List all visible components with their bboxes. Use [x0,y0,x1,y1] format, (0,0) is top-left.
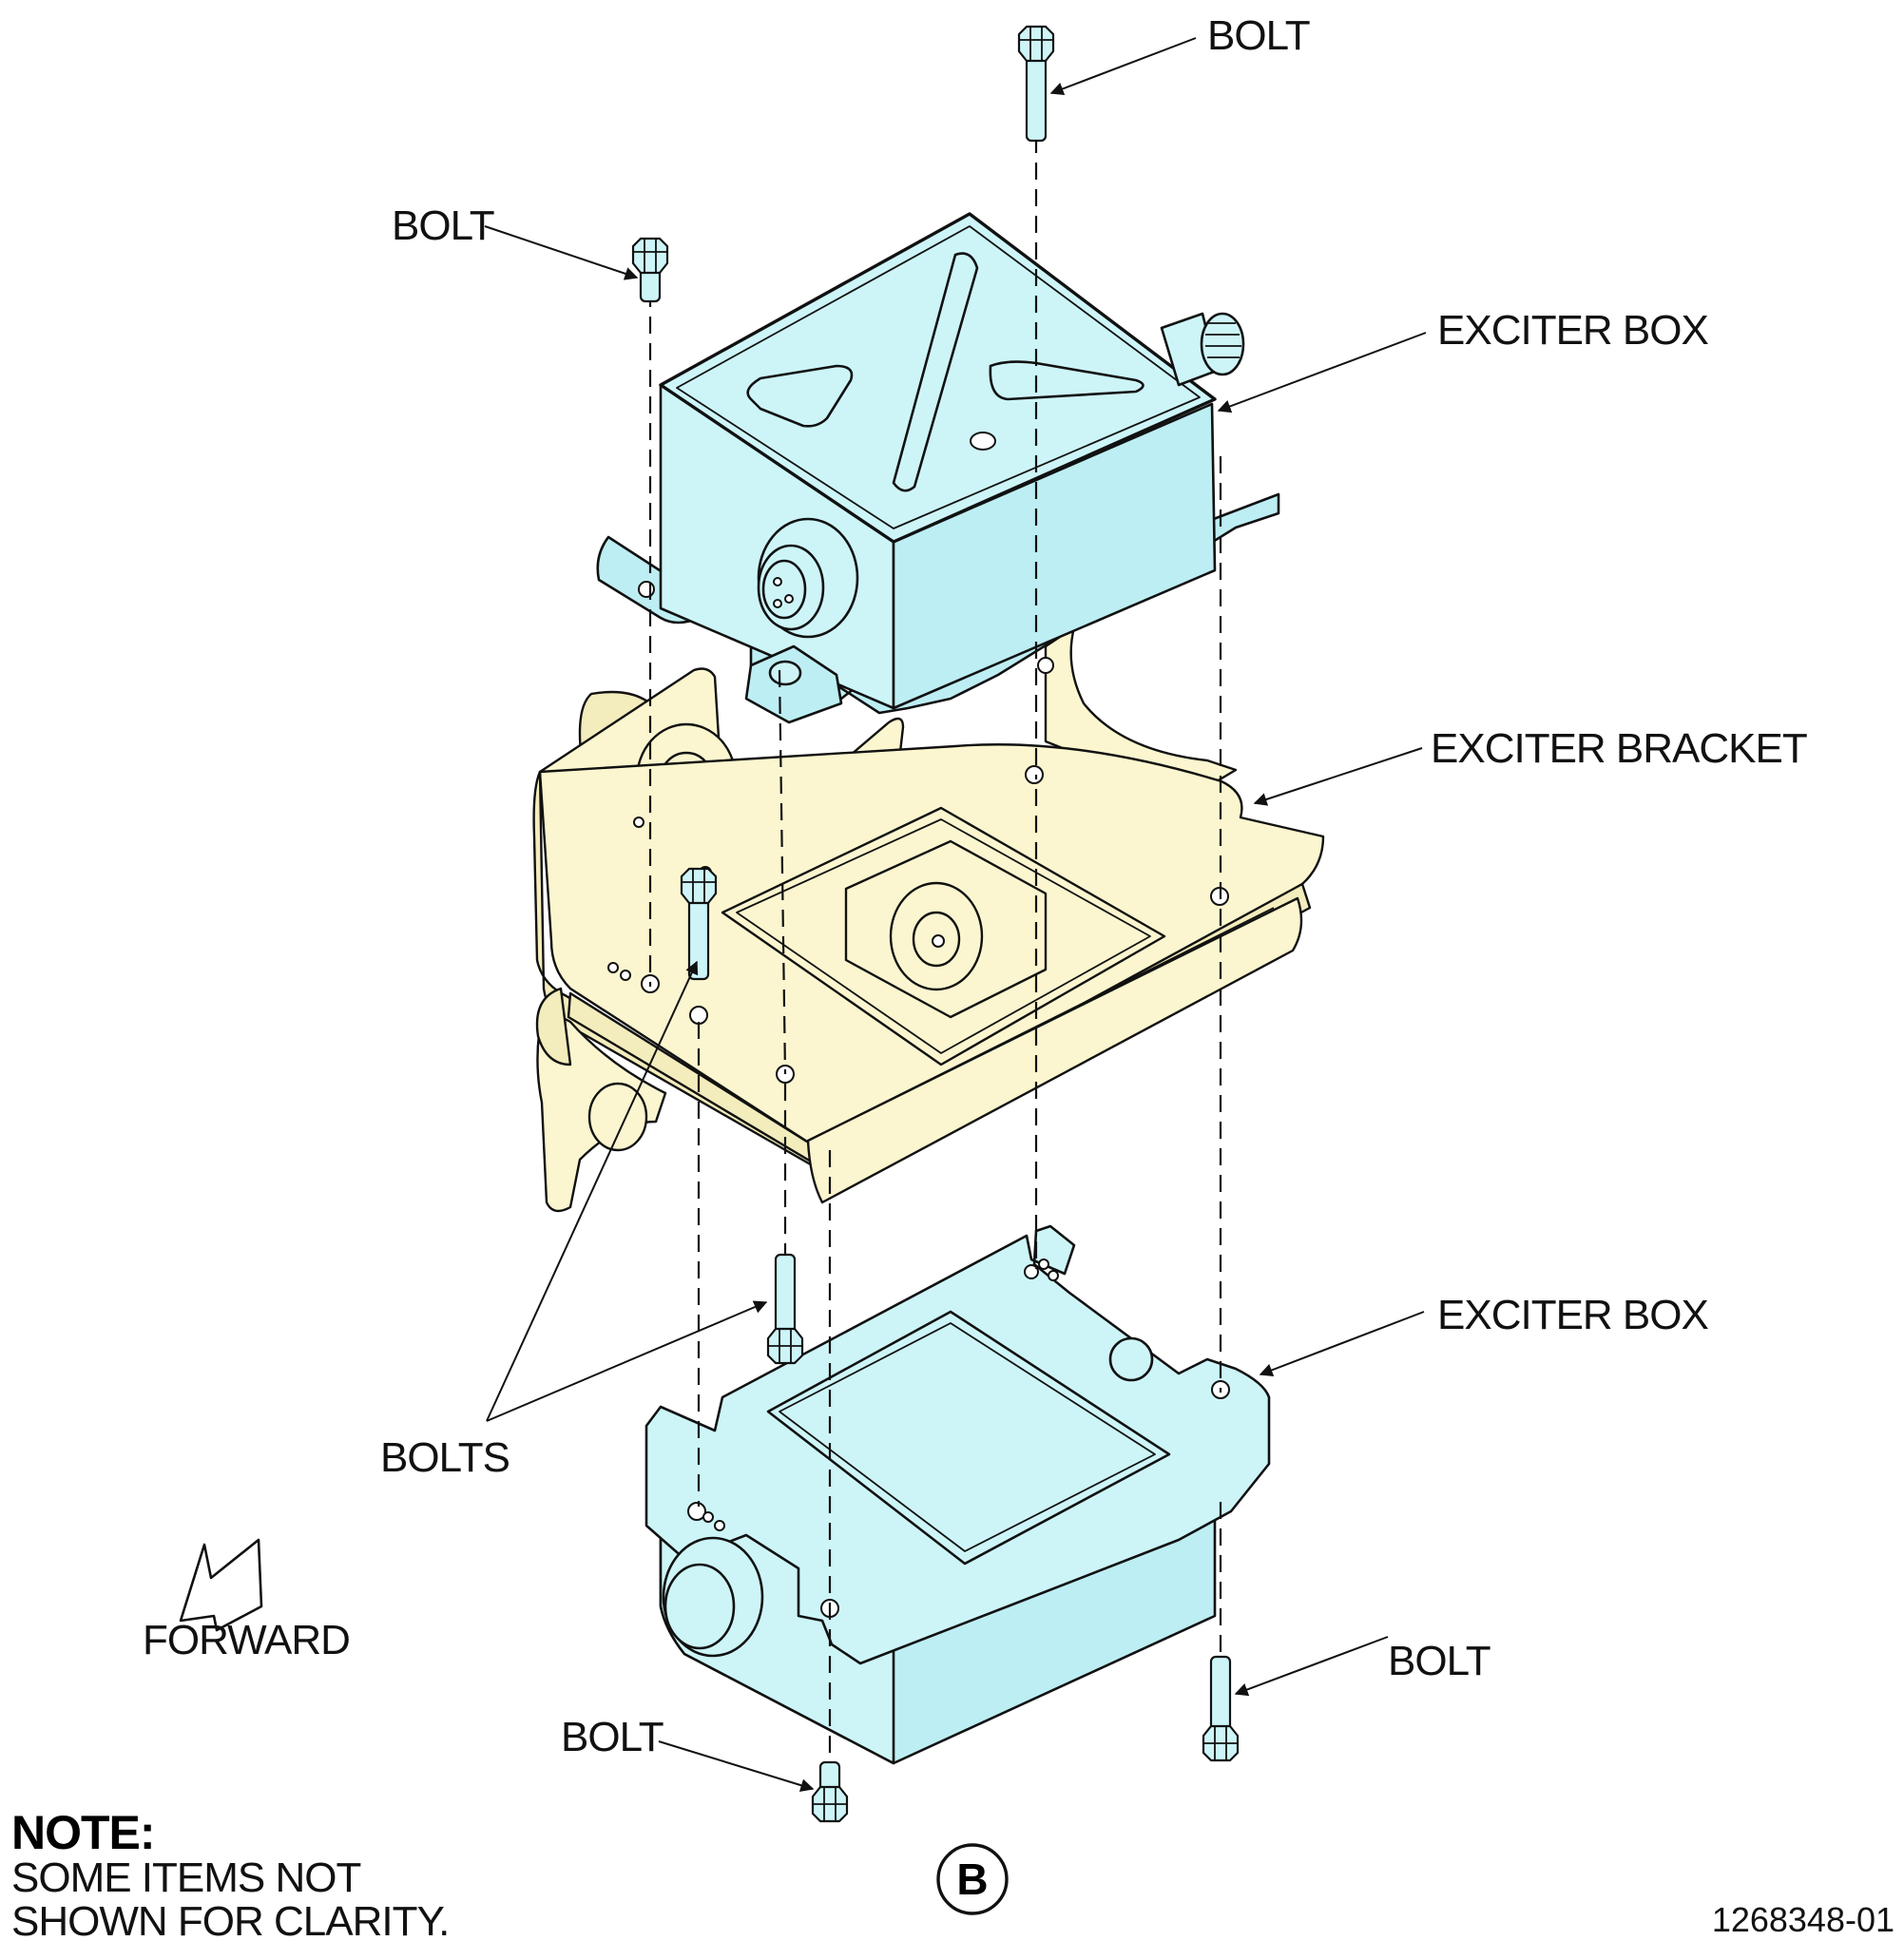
bolt-lower-center [811,1760,849,1823]
exciter-box-lower [644,1224,1271,1765]
bolt-upper-left [631,237,669,303]
view-callout-circle: B [936,1843,1009,1915]
exciter-bracket [532,625,1325,1213]
bolt-middle [680,867,718,981]
figure-id: 1268348-01 [1712,1900,1894,1939]
assembly-centerlines [648,109,1222,1777]
label-bolt-lower-center: BOLT [561,1714,664,1760]
bolt-top [1017,25,1055,143]
bolt-lower-right [1202,1655,1240,1762]
leader-lines [484,37,1427,1792]
label-bolt-top: BOLT [1207,12,1310,59]
label-bolt-upper-left: BOLT [392,202,494,249]
note-title: NOTE: [11,1806,155,1859]
label-forward: FORWARD [143,1617,350,1663]
label-bolt-lower-right: BOLT [1388,1638,1491,1684]
label-exciter-box-upper: EXCITER BOX [1437,307,1708,354]
label-exciter-box-lower: EXCITER BOX [1437,1292,1708,1338]
forward-arrow-icon [179,1538,263,1632]
note-line-2: SHOWN FOR CLARITY. [11,1898,449,1945]
exciter-box-upper [596,212,1280,724]
view-letter: B [956,1854,988,1904]
bolt-lower-inner [766,1253,804,1365]
label-bolts: BOLTS [380,1434,510,1481]
note-line-1: SOME ITEMS NOT [11,1854,360,1901]
label-exciter-bracket: EXCITER BRACKET [1431,725,1807,772]
